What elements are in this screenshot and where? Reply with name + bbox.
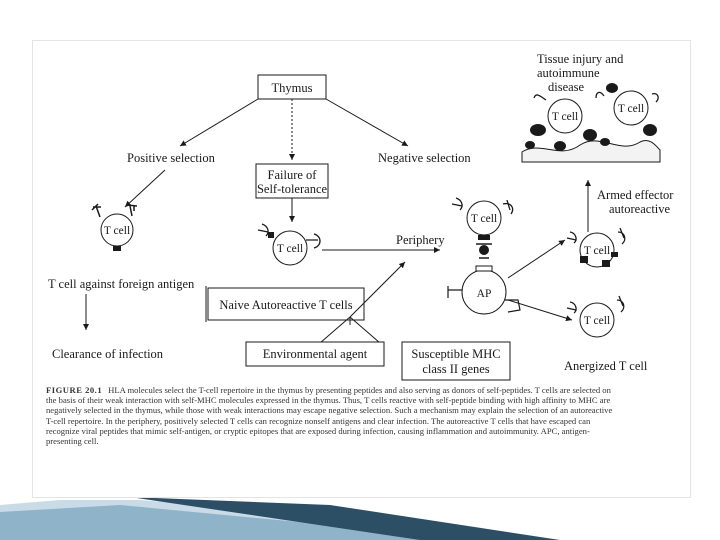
arrow-fork-periphery	[349, 261, 406, 318]
tissue-label-2: autoimmune	[537, 66, 600, 80]
positive-selection-label: Positive selection	[127, 151, 216, 165]
t-cell-tissue-2-label: T cell	[618, 103, 644, 115]
t-cell-armed-label: T cell	[584, 245, 610, 257]
naive-label: Naive Autoreactive T cells	[219, 298, 352, 312]
failure-label-2: Self-tolerance	[257, 182, 328, 196]
mhc-label-2: class II genes	[422, 362, 489, 376]
t-cell-left-label: T cell	[104, 225, 130, 237]
t-cell-left	[91, 203, 138, 251]
mhc-label-1: Susceptible MHC	[411, 347, 500, 361]
env-box	[245, 341, 385, 367]
negative-selection-label: Negative selection	[378, 151, 471, 165]
t-cell-periphery	[451, 197, 514, 259]
failure-box	[255, 163, 329, 199]
t-cell-anergized-label: T cell	[584, 315, 610, 327]
figure-number: FIGURE 20.1	[46, 385, 103, 395]
tissue-label-1: Tissue injury and	[537, 52, 624, 66]
arrow-positive-tcell	[124, 169, 166, 208]
anergized-label: Anergized T cell	[564, 359, 648, 373]
arrow-thymus-positive	[179, 98, 259, 147]
fork-left	[319, 316, 351, 344]
figure-caption-text: HLA molecules select the T-cell repertoi…	[46, 385, 613, 447]
arrow-thymus-negative	[325, 98, 409, 147]
t-cell-naive-label: T cell	[277, 243, 303, 255]
mhc-box	[401, 341, 511, 381]
apc-cell	[447, 265, 521, 315]
fork-right	[349, 316, 381, 344]
tissue-injury-cluster	[521, 83, 661, 163]
apc-label: AP	[477, 288, 492, 300]
armed-label-2: autoreactive	[609, 202, 671, 216]
deco-wave-dark	[130, 497, 560, 540]
t-cell-periphery-label: T cell	[471, 213, 497, 225]
armed-label-1: Armed effector	[597, 188, 674, 202]
t-cell-foreign-label: T cell against foreign antigen	[48, 277, 195, 291]
thymus-label: Thymus	[272, 81, 313, 95]
corner-decoration	[0, 497, 560, 540]
periphery-label: Periphery	[396, 233, 445, 247]
tissue-label-3: disease	[548, 80, 585, 94]
arrow-apc-anergized	[507, 299, 573, 322]
t-cell-naive	[257, 223, 321, 266]
t-cell-tissue-1-label: T cell	[552, 111, 578, 123]
t-cell-armed	[566, 227, 626, 268]
env-label: Environmental agent	[263, 347, 368, 361]
clearance-label: Clearance of infection	[52, 347, 164, 361]
arrow-apc-armed	[507, 239, 566, 279]
t-cell-anergized	[566, 295, 625, 338]
failure-label-1: Failure of	[268, 168, 318, 182]
naive-box	[207, 287, 365, 321]
thymus-box	[257, 74, 327, 100]
